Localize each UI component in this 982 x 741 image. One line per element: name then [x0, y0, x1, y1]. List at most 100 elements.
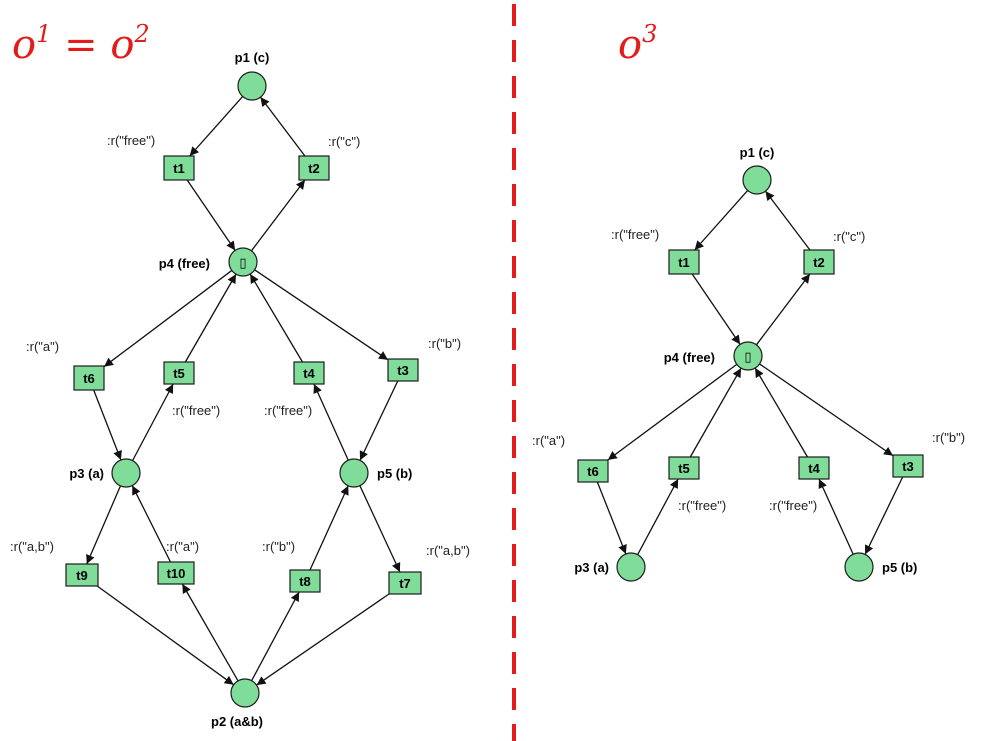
right-transition-t5	[668, 456, 700, 480]
right-t4-guard: :r("free")	[769, 498, 817, 513]
left-t2-guard: :r("c")	[328, 134, 360, 149]
right-t6-label: t6	[587, 464, 599, 479]
arc-left-t8-p5	[309, 485, 349, 571]
right-net: ▯ t1 t2 t6 t5 t4 t3 p1 (c) p4 (free) p3 …	[532, 145, 965, 582]
right-t6-guard: :r("a")	[532, 433, 565, 448]
right-t2-guard: :r("c")	[833, 229, 865, 244]
left-place-p2	[230, 678, 260, 708]
arc-left-p5-t7	[359, 485, 401, 573]
arc-left-t3-p5	[359, 380, 399, 461]
right-place-p3	[616, 552, 646, 582]
left-t5-guard: :r("free")	[172, 403, 220, 418]
right-transition-t6	[577, 459, 609, 483]
left-t1-label: t1	[173, 161, 185, 176]
left-transition-t1	[163, 155, 195, 181]
arc-right-t1-p4	[691, 273, 741, 345]
right-t1-label: t1	[678, 255, 690, 270]
arc-left-p3-t5	[131, 383, 174, 461]
right-t5-guard: :r("free")	[678, 498, 726, 513]
left-transition-t8	[289, 569, 321, 593]
left-net-arcs	[86, 96, 401, 686]
left-t1-guard: :r("free")	[107, 133, 155, 148]
arc-left-p3-t9	[86, 485, 122, 565]
right-title: o3	[618, 20, 657, 68]
arc-right-p4-t3	[759, 363, 894, 457]
left-p4-token: ▯	[239, 256, 246, 271]
left-t7-label: t7	[399, 576, 411, 591]
left-p4-label: p4 (free)	[159, 256, 210, 271]
left-transition-t3	[387, 358, 419, 382]
arc-left-p2-t10	[181, 583, 239, 682]
arc-right-t6-p3	[596, 481, 627, 555]
arc-left-p5-t4	[313, 383, 349, 461]
left-t10-label: t10	[167, 566, 186, 581]
arc-right-p5-t4	[818, 478, 854, 555]
left-t3-label: t3	[397, 363, 409, 378]
right-p1-label: p1 (c)	[740, 145, 775, 160]
right-t3-label: t3	[902, 459, 914, 474]
left-t6-guard: :r("a")	[26, 339, 59, 354]
arc-left-p4-t3	[254, 269, 389, 361]
right-t4-label: t4	[808, 461, 820, 476]
left-net: ▯ t1 t2 t6 t5 t4 t3 t9 t10 t8 t7 p1 (c) …	[10, 50, 470, 729]
left-t8-guard: :r("b")	[262, 539, 295, 554]
arc-left-p1-t1	[189, 96, 244, 157]
left-t10-guard: :r("a")	[166, 539, 199, 554]
left-place-p1	[237, 71, 267, 101]
left-place-p5	[339, 458, 369, 488]
right-t5-label: t5	[678, 461, 690, 476]
left-place-p4	[228, 247, 258, 277]
right-p5-label: p5 (b)	[882, 560, 917, 575]
left-transition-t9	[65, 563, 99, 587]
left-transition-t10	[157, 561, 195, 585]
right-p4-label: p4 (free)	[664, 350, 715, 365]
arc-left-p4-t6	[103, 269, 233, 368]
arc-right-p4-t2	[755, 273, 811, 346]
arc-left-t6-p3	[93, 389, 122, 461]
right-net-arcs	[596, 190, 904, 555]
arc-right-t5-p4	[689, 367, 742, 458]
left-t7-guard: :r("a,b")	[426, 543, 470, 558]
right-place-p5	[844, 552, 874, 582]
arc-left-p2-t8	[251, 591, 300, 681]
right-place-p1	[742, 165, 772, 195]
left-p2-label: p2 (a&b)	[211, 714, 263, 729]
right-transition-t3	[892, 454, 924, 478]
arc-left-t5-p4	[184, 273, 237, 363]
left-t5-label: t5	[173, 366, 185, 381]
arc-right-t3-p5	[864, 476, 904, 555]
left-transition-t4	[293, 361, 325, 385]
arc-left-t7-p2	[256, 593, 390, 686]
arc-right-t2-p1	[764, 190, 811, 251]
right-transition-t2	[803, 249, 835, 275]
arc-left-t4-p4	[249, 273, 304, 363]
left-t2-label: t2	[308, 161, 320, 176]
arc-right-p1-t1	[694, 190, 749, 251]
left-transition-t6	[73, 365, 105, 391]
left-t8-label: t8	[299, 574, 311, 589]
right-t3-guard: :r("b")	[932, 430, 965, 445]
right-place-p4	[733, 341, 763, 371]
left-t4-label: t4	[303, 366, 315, 381]
arc-left-t9-p2	[96, 585, 235, 686]
left-t6-label: t6	[83, 371, 95, 386]
arc-right-t4-p4	[754, 367, 809, 458]
left-t9-label: t9	[76, 568, 88, 583]
left-t9-guard: :r("a,b")	[10, 539, 54, 554]
arc-left-t1-p4	[186, 179, 236, 251]
right-p3-label: p3 (a)	[574, 560, 609, 575]
right-transition-t1	[668, 249, 700, 275]
left-p3-label: p3 (a)	[69, 466, 104, 481]
left-transition-t5	[163, 361, 195, 385]
left-place-p3	[111, 458, 141, 488]
right-transition-t4	[798, 456, 830, 480]
arc-left-t10-p3	[131, 485, 172, 563]
left-p5-label: p5 (b)	[377, 466, 412, 481]
left-t3-guard: :r("b")	[428, 336, 461, 351]
arc-right-p3-t5	[637, 478, 679, 555]
right-t2-label: t2	[813, 255, 825, 270]
arc-left-p4-t2	[250, 179, 306, 252]
arc-left-t2-p1	[259, 96, 306, 157]
right-t1-guard: :r("free")	[611, 227, 659, 242]
right-p4-token: ▯	[744, 350, 751, 365]
